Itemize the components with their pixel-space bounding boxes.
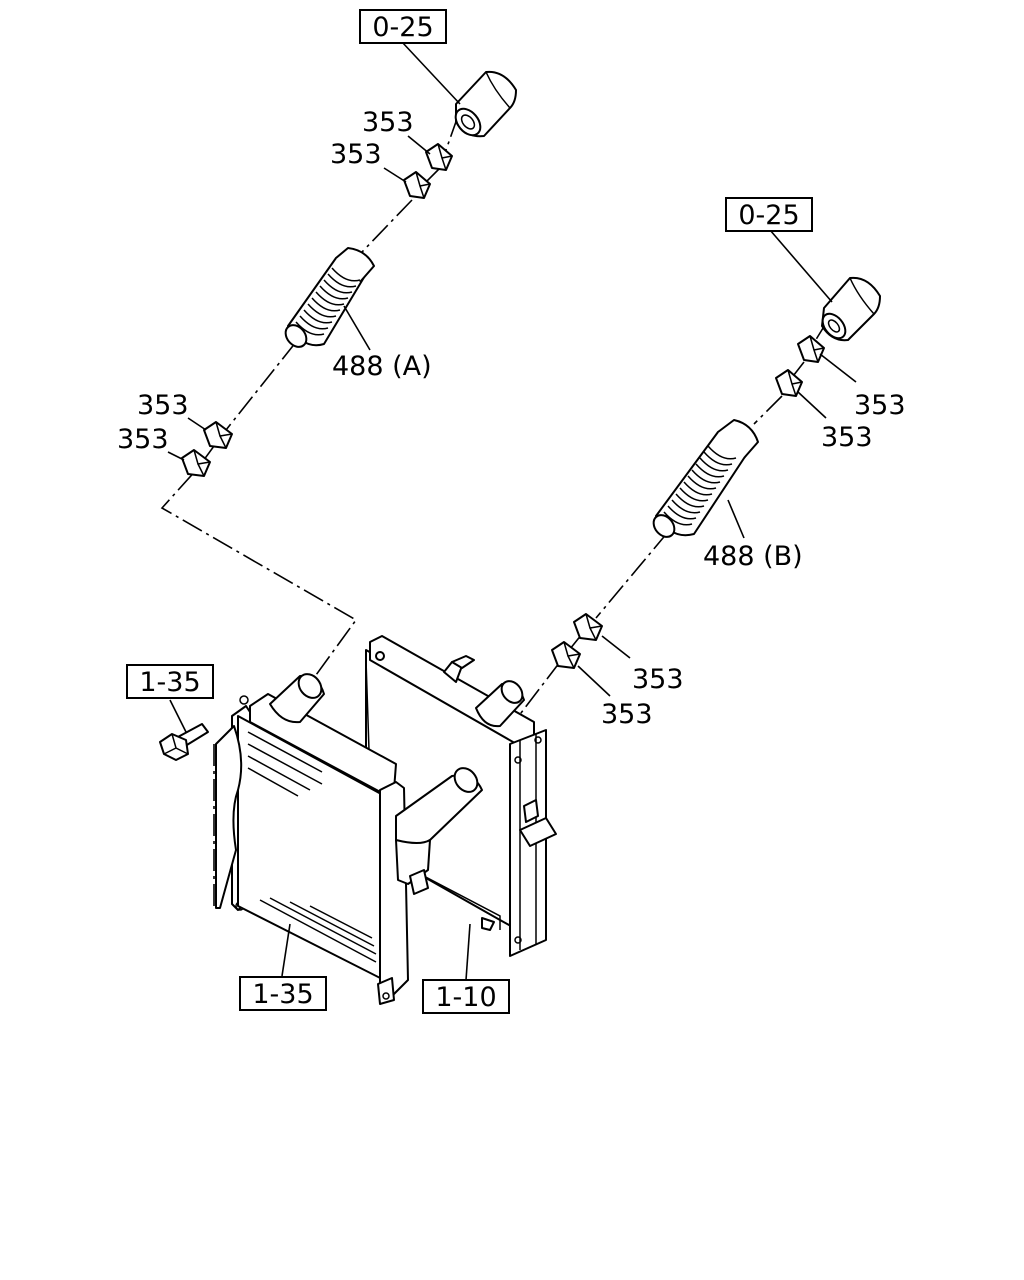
ref-box-intercooler	[239, 976, 327, 1011]
clamp-b3	[573, 613, 603, 641]
clamp-b4	[551, 641, 581, 669]
ref-box-top-right	[725, 197, 813, 232]
leader-lines	[167, 41, 857, 981]
clamp-b2-label: 353	[821, 422, 873, 453]
clamp-b2	[775, 369, 803, 397]
clamp-b1	[797, 335, 825, 363]
hose-b-label: 488 (B)	[703, 541, 803, 572]
clamp-a4-label: 353	[117, 424, 169, 455]
clamp-a2	[403, 171, 431, 199]
clamp-b3-label: 353	[632, 664, 684, 695]
clamp-a1-label: 353	[362, 107, 414, 138]
bolt	[159, 723, 209, 761]
clamp-b4-label: 353	[601, 699, 653, 730]
clamp-a4	[181, 449, 211, 477]
ref-top-left-label: 0-25	[372, 12, 433, 43]
centerlines	[160, 115, 829, 910]
ref-top-right-label: 0-25	[738, 200, 799, 231]
ref-box-bolt	[126, 664, 214, 699]
intercooler	[215, 673, 483, 1005]
hose-a-label: 488 (A)	[332, 351, 432, 382]
hose-488-a	[284, 247, 375, 348]
ref-box-radiator	[422, 979, 510, 1014]
ref-box-top-left	[359, 9, 447, 44]
pipe-end-top-left	[454, 70, 517, 138]
ref-bolt-label: 1-35	[139, 667, 200, 698]
clamp-b1-label: 353	[854, 390, 906, 421]
hose-488-b	[652, 419, 759, 538]
clamp-a3	[203, 421, 233, 449]
clamp-a3-label: 353	[137, 390, 189, 421]
pipe-end-top-right	[821, 276, 881, 342]
ref-intercooler-label: 1-35	[252, 979, 313, 1010]
ref-radiator-label: 1-10	[435, 982, 496, 1013]
clamp-a1	[425, 143, 453, 171]
clamp-a2-label: 353	[330, 139, 382, 170]
